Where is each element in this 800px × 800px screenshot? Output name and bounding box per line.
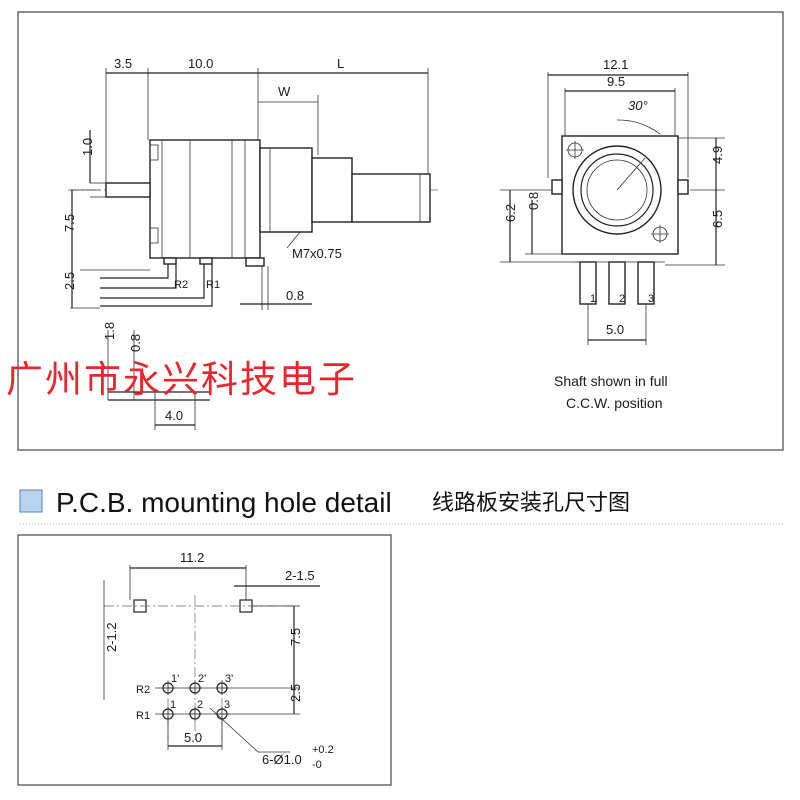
top-panel-frame <box>17 11 784 451</box>
pin-2-label: 2 <box>619 293 625 305</box>
dim-6-2: 6.2 <box>503 204 518 222</box>
dim-0-8-front: 0.8 <box>526 192 541 210</box>
dim-w: W <box>278 84 291 99</box>
pcb-dim-2-5: 2.5 <box>288 684 303 702</box>
pcb-dim-11-2: 11.2 <box>180 550 204 565</box>
note-line-1: Shaft shown in full <box>554 373 668 389</box>
pin-label-r2: R2 <box>174 279 188 291</box>
pin-label-r1: R1 <box>206 279 220 291</box>
dim-4-0: 4.0 <box>165 408 183 423</box>
pin-bottom-3: 3 <box>224 699 230 711</box>
pin-bottom-1: 1 <box>170 699 176 711</box>
pcb-dim-2-1-2: 2-1.2 <box>104 622 119 652</box>
dim-1-8: 1.8 <box>102 322 117 340</box>
pcb-dim-7-5: 7.5 <box>288 628 303 646</box>
row-label-r2: R2 <box>136 684 150 696</box>
section-title-cn: 线路板安装孔尺寸图 <box>432 491 630 516</box>
pcb-dim-2-1-5: 2-1.5 <box>285 568 315 583</box>
dim-3-5: 3.5 <box>114 56 132 71</box>
pin-3-label: 3 <box>648 293 654 305</box>
dim-0-8-small: 0.8 <box>128 334 143 352</box>
side-view <box>68 68 440 430</box>
pin-1-label: 1 <box>590 293 596 305</box>
pin-top-2: 2' <box>198 673 206 685</box>
row-label-r1: R1 <box>136 710 150 722</box>
dim-6-5: 6.5 <box>710 210 725 228</box>
dim-4-9: 4.9 <box>710 146 725 164</box>
watermark-text: 广州市永兴科技电子 <box>6 358 357 401</box>
pin-top-3: 3' <box>225 673 233 685</box>
dim-5-0-front: 5.0 <box>606 322 624 337</box>
hole-tol-plus: +0.2 <box>312 744 334 756</box>
angle-label: 30° <box>628 98 648 113</box>
pcb-view <box>103 565 320 753</box>
section-marker <box>19 489 43 513</box>
pin-bottom-2: 2 <box>197 699 203 711</box>
dim-7-5: 7.5 <box>62 214 77 232</box>
dim-9-5: 9.5 <box>607 74 625 89</box>
section-title: P.C.B. mounting hole detail <box>56 487 392 518</box>
pcb-panel-frame <box>17 534 392 786</box>
hole-note: 6-Ø1.0 <box>262 752 302 767</box>
hole-tol-minus: -0 <box>312 759 322 771</box>
front-view <box>500 72 725 345</box>
thread-label: M7x0.75 <box>292 246 342 261</box>
dim-2-5: 2.5 <box>62 272 77 290</box>
pin-top-1: 1' <box>171 673 179 685</box>
dim-0-8-pin: 0.8 <box>286 288 304 303</box>
dim-l: L <box>337 56 344 71</box>
note-line-2: C.C.W. position <box>566 395 662 411</box>
dim-12-1: 12.1 <box>603 57 628 72</box>
dim-10-0: 10.0 <box>188 56 213 71</box>
dim-1-0: 1.0 <box>80 138 95 156</box>
pcb-dim-5-0: 5.0 <box>184 730 202 745</box>
